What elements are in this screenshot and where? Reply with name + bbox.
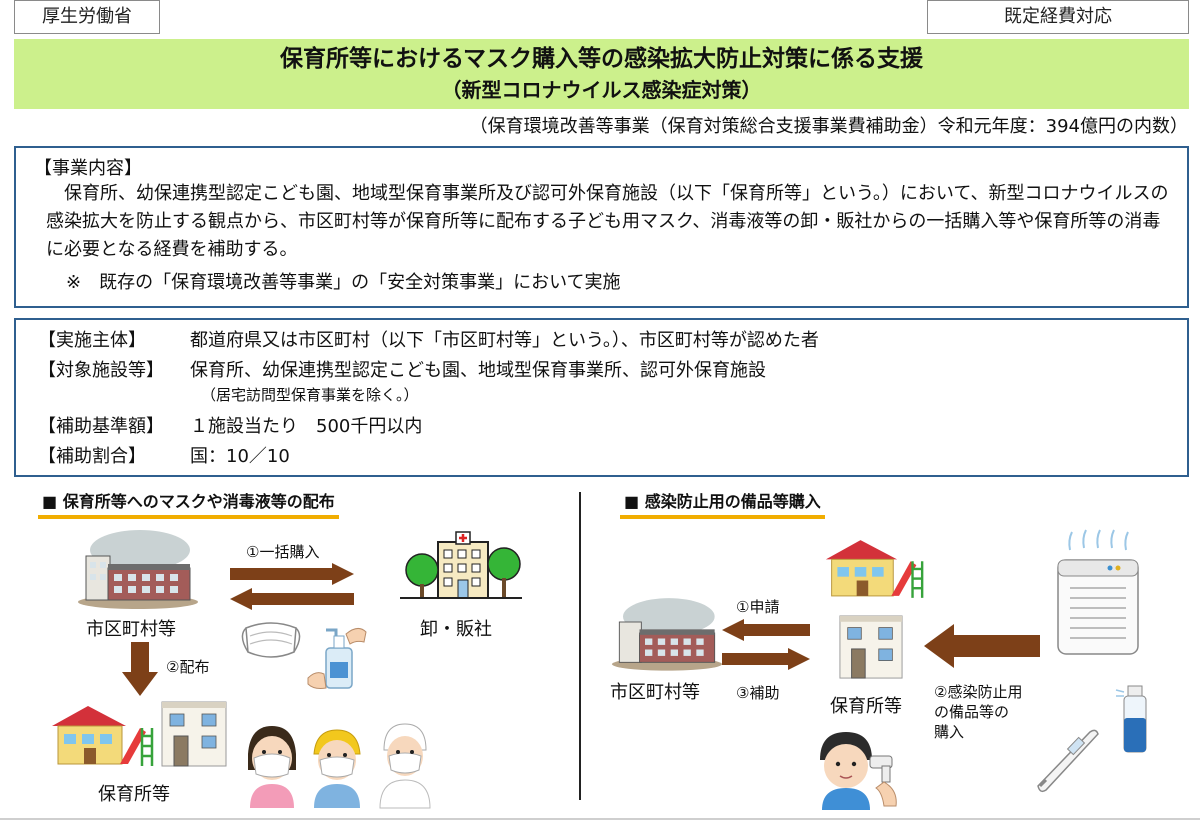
rate-row: 【補助割合】 国：10／10 [38,442,290,468]
left-municipality-label: 市区町村等 [86,619,176,640]
air-purifier-icon [1057,529,1139,655]
right-step2-label: ②感染防止用 の備品等の 購入 [934,683,1023,741]
arrow-left-icon [924,624,1040,668]
section-divider [579,492,581,800]
house-icon [839,615,903,679]
detail-box: 【実施主体】 都道府県又は市区町村（以下「市区町村等」という。）、市区町村等が認め… [14,318,1189,477]
rate-label: 【補助割合】 [38,446,146,467]
amount-value: １施設当たり 500千円以内 [190,416,423,437]
facilities-label: 【対象施設等】 [38,360,164,381]
left-step2-label: ②配布 [166,658,210,676]
child-mask-icon [248,726,296,808]
child-mask-icon [313,729,361,808]
bottom-rule [0,818,1200,820]
house-icon [161,701,227,767]
kindergarten-icon [52,706,154,766]
wholesaler-label: 卸・販社 [420,619,492,640]
budget-note: （保育環境改善等事業（保育対策総合支援事業費補助金）令和元年度：394億円の内数… [469,116,1188,137]
arrow-right-icon [230,563,354,585]
child-temperature-check-icon [820,732,897,810]
spray-bottle-icon [1115,685,1147,753]
implementer-value: 都道府県又は市区町村（以下「市区町村等」という。）、市区町村等が認めた者 [190,330,819,351]
content-description: 保育所、幼保連携型認定こども園、地域型保育事業所及び認可外保育施設（以下「保育所… [46,183,1169,260]
municipal-building-icon [78,530,198,609]
left-step1-label: ①一括購入 [246,543,320,561]
title-band: 保育所等におけるマスク購入等の感染拡大防止対策に係る支援 （新型コロナウイルス感… [14,39,1189,109]
arrow-down-icon [122,642,158,696]
right-section-title: ■ 感染防止用の備品等購入 [620,488,825,519]
hospital-icon [400,531,522,599]
amount-row: 【補助基準額】 １施設当たり 500千円以内 [38,412,422,438]
arrow-right-icon [722,648,810,670]
mask-icon [241,622,301,658]
arrow-left-icon [230,588,354,610]
facilities-value: 保育所、幼保連携型認定こども園、地域型保育事業所、認可外保育施設 [190,360,766,381]
page-title: 保育所等におけるマスク購入等の感染拡大防止対策に係る支援 [279,46,924,72]
kindergarten-icon [825,540,924,598]
content-box: 【事業内容】 保育所、幼保連携型認定こども園、地域型保育事業所及び認可外保育施設… [14,146,1189,308]
rate-value: 国：10／10 [190,446,290,467]
sanitizer-icon [307,628,367,689]
implementer-label: 【実施主体】 [38,330,146,351]
content-note: ※ 既存の「保育環境改善等事業」の「安全対策事業」において実施 [66,272,621,293]
facilities-row: 【対象施設等】 保育所、幼保連携型認定こども園、地域型保育事業所、認可外保育施設 [38,356,766,382]
content-heading: 【事業内容】 [34,158,142,179]
page-subtitle: （新型コロナウイルス感染症対策） [441,78,762,102]
amount-label: 【補助基準額】 [38,416,164,437]
left-nursery-label: 保育所等 [98,784,170,805]
right-step3-label: ③補助 [736,684,780,702]
thermometer-icon [1037,729,1099,793]
budget-type-tag: 既定経費対応 [927,0,1189,34]
child-mask-icon [379,723,431,809]
facilities-note: （居宅訪問型保育事業を除く。） [201,386,419,404]
right-step1-label: ①申請 [736,598,780,616]
left-section-title: ■ 保育所等へのマスクや消毒液等の配布 [38,488,339,519]
municipal-building-icon [612,598,722,671]
implementer-row: 【実施主体】 都道府県又は市区町村（以下「市区町村等」という。）、市区町村等が認め… [38,326,819,352]
right-municipality-label: 市区町村等 [610,682,700,703]
ministry-tag: 厚生労働省 [14,0,160,34]
arrow-left-icon [722,619,810,641]
right-nursery-label: 保育所等 [830,696,902,717]
